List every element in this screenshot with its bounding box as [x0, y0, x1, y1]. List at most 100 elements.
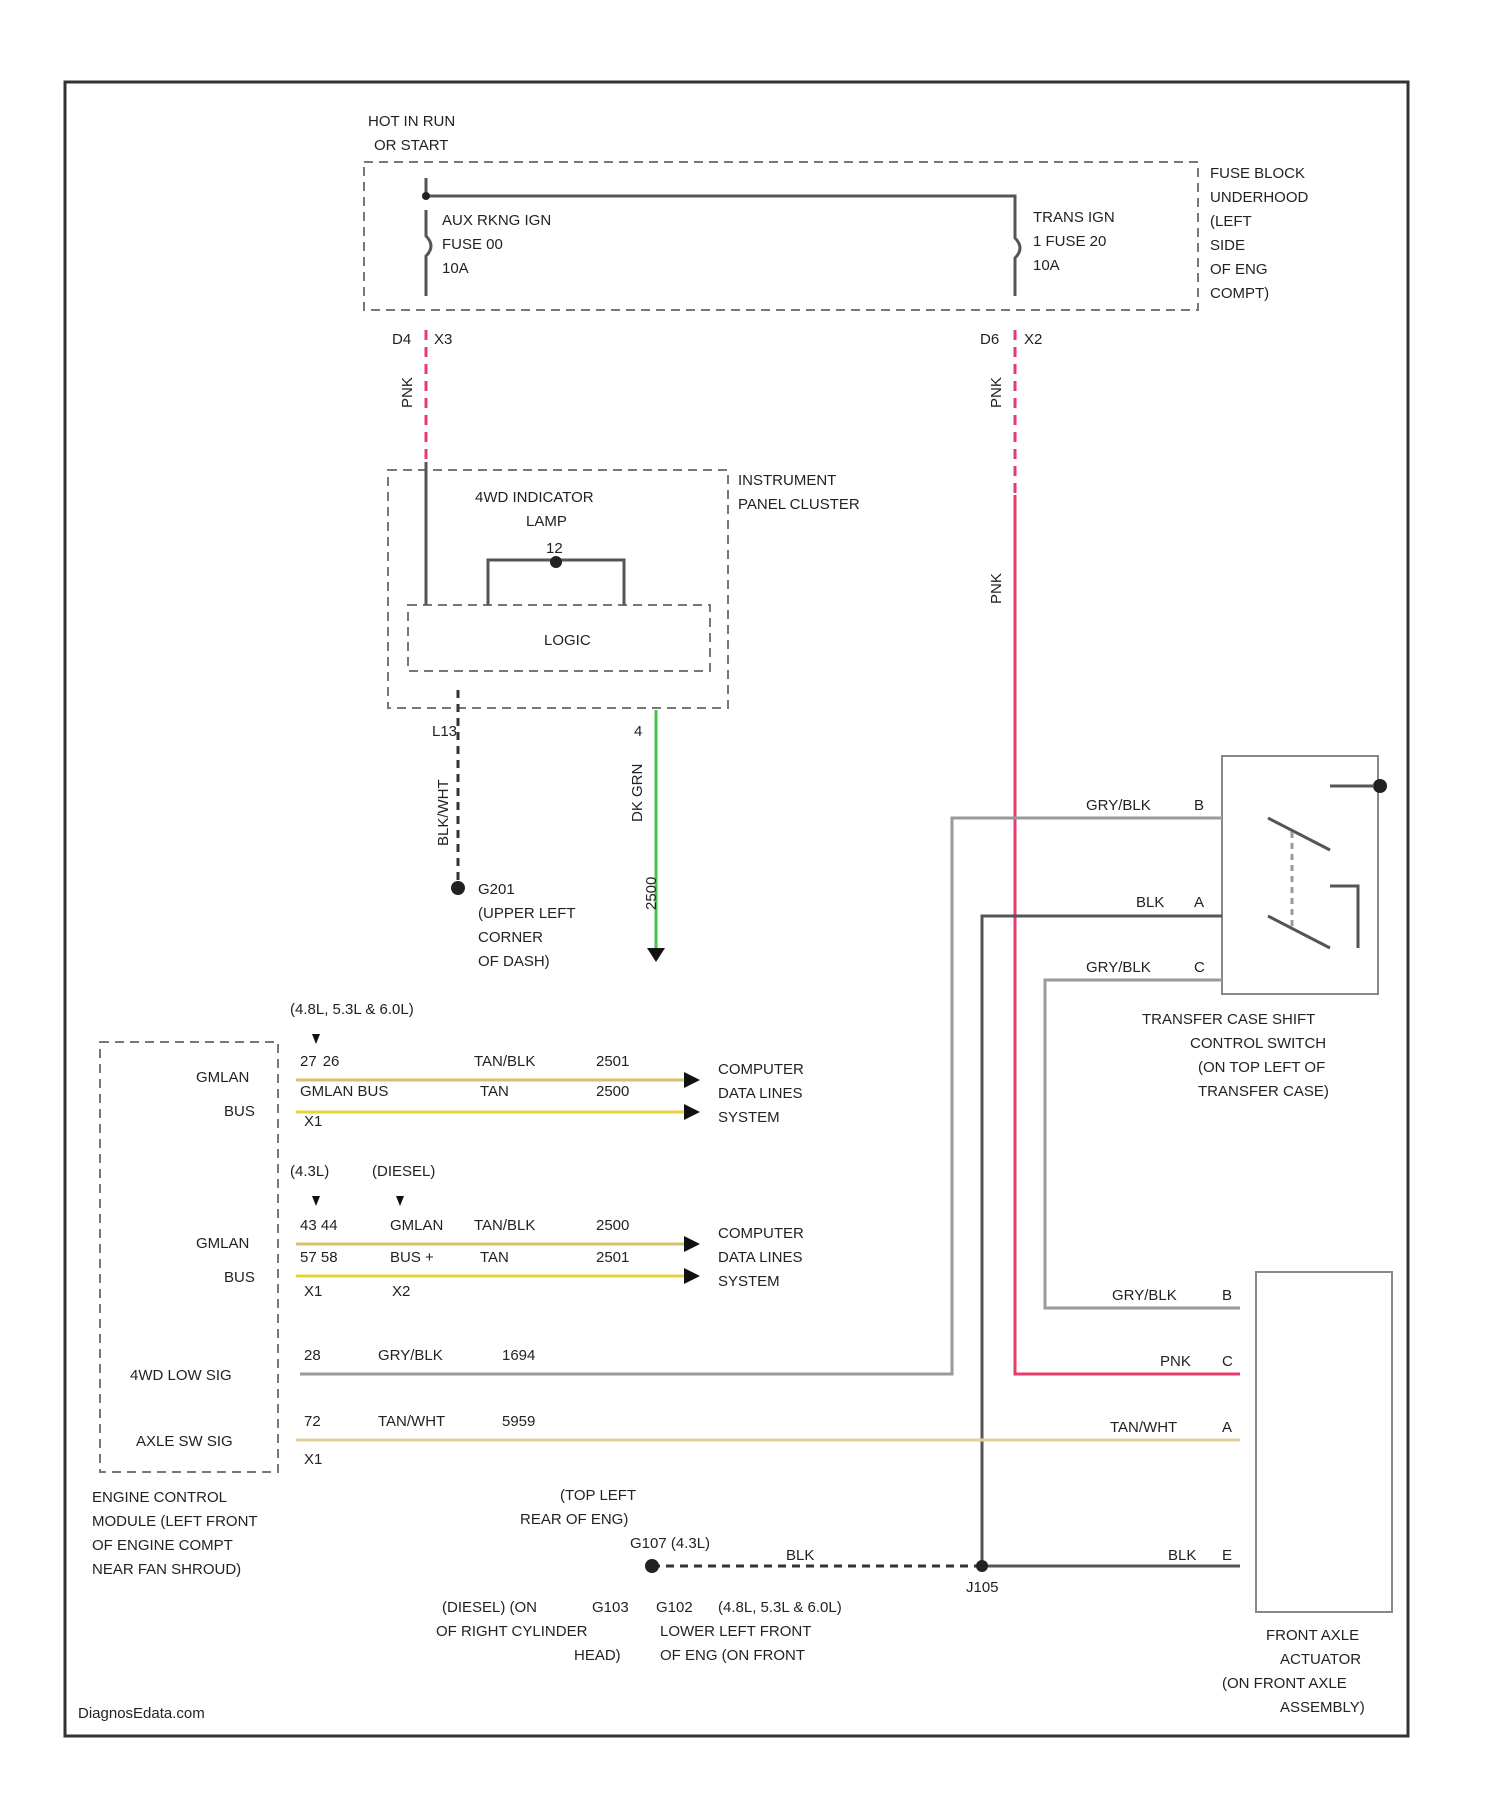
ground-g103: G103 [592, 1599, 629, 1616]
switch-wire-c: GRY/BLK [1086, 959, 1151, 976]
ecm-circuit-2500: 2500 [596, 1083, 629, 1100]
switch-pin-a: A [1194, 894, 1204, 911]
switch-label-1: TRANSFER CASE SHIFT [1142, 1011, 1315, 1028]
fuse-right-symbol [1015, 216, 1020, 296]
ground-g201-2: (UPPER LEFT [478, 905, 576, 922]
ecm-top-arrow [312, 1034, 320, 1044]
ground-section: (TOP LEFT REAR OF ENG) G107 (4.3L) BLK J… [436, 1487, 1240, 1664]
ecm-module-1: ENGINE CONTROL [92, 1489, 227, 1506]
ground-g102-3: OF ENG (ON FRONT [660, 1647, 805, 1664]
ecm-dest-1a: COMPUTER [718, 1061, 804, 1078]
ecm-pin-72: 72 [304, 1413, 321, 1430]
ecm-dest-2c: SYSTEM [718, 1273, 780, 1290]
ground-wire-blk: BLK [786, 1547, 814, 1564]
instrument-panel-cluster: LOGIC 4WD INDICATOR LAMP INSTRUMENT PANE… [388, 462, 860, 740]
ground-g201-3: CORNER [478, 929, 543, 946]
lamp-pin: 12 [546, 540, 563, 557]
switch-link-mid [1330, 886, 1358, 948]
ground-g102: G102 [656, 1599, 693, 1616]
actuator-pin-c: C [1222, 1353, 1233, 1370]
actuator-label-1: FRONT AXLE [1266, 1627, 1359, 1644]
wire-dk-grn-label: DK GRN [629, 764, 646, 822]
ground-g102-2: LOWER LEFT FRONT [660, 1623, 811, 1640]
fuse-right-number: 1 FUSE 20 [1033, 233, 1106, 250]
footer-watermark: DiagnosEdata.com [78, 1705, 205, 1722]
ecm-pin-27-26: 2726 [300, 1053, 339, 1070]
ground-diesel-3: HEAD) [574, 1647, 621, 1664]
ecm-circuit-2500b: 2500 [596, 1217, 629, 1234]
fuse-left-symbol [426, 210, 431, 296]
ground-top-1: (TOP LEFT [560, 1487, 636, 1504]
switch-terminal-icon [1373, 779, 1387, 793]
wire-pnk-right-main [1015, 495, 1240, 1374]
fuse-block-label-2: UNDERHOOD [1210, 189, 1309, 206]
ground-g107: G107 (4.3L) [630, 1535, 710, 1552]
ecm-sig-axle: AXLE SW SIG [136, 1433, 233, 1450]
pin-right-b: X2 [1024, 331, 1042, 348]
transfer-case-switch: GRY/BLK B BLK A GRY/BLK C TRANSFER CASE … [1086, 756, 1387, 1100]
ecm-bus-plus: BUS + [390, 1249, 434, 1266]
ecm-gmlan-2: GMLAN [196, 1235, 249, 1252]
fuse-block: HOT IN RUN OR START AUX RKNG IGN FUSE 00… [364, 113, 1309, 348]
ground-g107-icon [645, 1559, 659, 1573]
splice-j105: J105 [966, 1579, 999, 1596]
ground-g201-icon [451, 881, 465, 895]
ecm-pin-43-44: 43 44 [300, 1217, 338, 1234]
ecm-circuit-axle: 5959 [502, 1413, 535, 1430]
fuse-block-label-3: (LEFT [1210, 213, 1252, 230]
ecm-wire-4wd: GRY/BLK [378, 1347, 443, 1364]
logic-label: LOGIC [544, 632, 591, 649]
front-axle-actuator: GRY/BLK B PNK C TAN/WHT A BLK E FRONT AX… [1110, 1272, 1392, 1716]
actuator-wire-e: BLK [1168, 1547, 1196, 1564]
actuator-wire-c: PNK [1160, 1353, 1191, 1370]
ecm-circuit-2501b: 2501 [596, 1249, 629, 1266]
bus-junction [422, 192, 430, 200]
cluster-pin-right: 4 [634, 723, 642, 740]
ecm-gmlan-mid: GMLAN [390, 1217, 443, 1234]
ground-g201-1: G201 [478, 881, 515, 898]
hot-label-1: HOT IN RUN [368, 113, 455, 130]
ecm-mid-arrow-a [312, 1196, 320, 1206]
fuse-right-rating: 10A [1033, 257, 1060, 274]
wire-dk-grn-arrow [647, 948, 665, 962]
fuse-block-label-6: COMPT) [1210, 285, 1269, 302]
wire-blk-wht-label: BLK/WHT [435, 779, 452, 846]
ground-diesel-2: OF RIGHT CYLINDER [436, 1623, 588, 1640]
ecm-pin-57-58: 57 58 [300, 1249, 338, 1266]
ecm-engine-top: (4.8L, 5.3L & 6.0L) [290, 1001, 414, 1018]
fuse-right-name: TRANS IGN [1033, 209, 1115, 226]
ecm-module-2: MODULE (LEFT FRONT [92, 1513, 258, 1530]
switch-pin-b: B [1194, 797, 1204, 814]
ecm-circuit-4wd: 1694 [502, 1347, 535, 1364]
lamp-icon [550, 556, 562, 568]
ecm-pin-28: 28 [304, 1347, 321, 1364]
actuator-outline [1256, 1272, 1392, 1612]
ecm-x1-mid: X1 [304, 1283, 322, 1300]
ecm-tanblk-2: TAN/BLK [474, 1217, 535, 1234]
switch-wire-a: BLK [1136, 894, 1164, 911]
ground-g201-4: OF DASH) [478, 953, 550, 970]
pin-27: 27 [300, 1053, 317, 1070]
cluster-title-1: INSTRUMENT [738, 472, 836, 489]
ground-g102-1: (4.8L, 5.3L & 6.0L) [718, 1599, 842, 1616]
switch-label-4: TRANSFER CASE) [1198, 1083, 1329, 1100]
ecm-dest-1b: DATA LINES [718, 1085, 802, 1102]
fuse-bus-bar [426, 178, 1015, 216]
actuator-label-2: ACTUATOR [1280, 1651, 1361, 1668]
ecm-gmlan-1: GMLAN [196, 1069, 249, 1086]
switch-pin-c: C [1194, 959, 1205, 976]
ecm-sig-4wd: 4WD LOW SIG [130, 1367, 232, 1384]
splice-j105-icon [976, 1560, 988, 1572]
ecm-dest-2b: DATA LINES [718, 1249, 802, 1266]
wire-pnk-left-label: PNK [399, 377, 416, 408]
actuator-pin-a: A [1222, 1419, 1232, 1436]
actuator-pin-e: E [1222, 1547, 1232, 1564]
ecm-x2-mid: X2 [392, 1283, 410, 1300]
ecm-wire-axle: TAN/WHT [378, 1413, 445, 1430]
arrow-top-1 [684, 1072, 700, 1088]
pin-left-b: X3 [434, 331, 452, 348]
fuse-left-name: AUX RKNG IGN [442, 212, 551, 229]
wire-gry-blk-c [1045, 980, 1240, 1308]
